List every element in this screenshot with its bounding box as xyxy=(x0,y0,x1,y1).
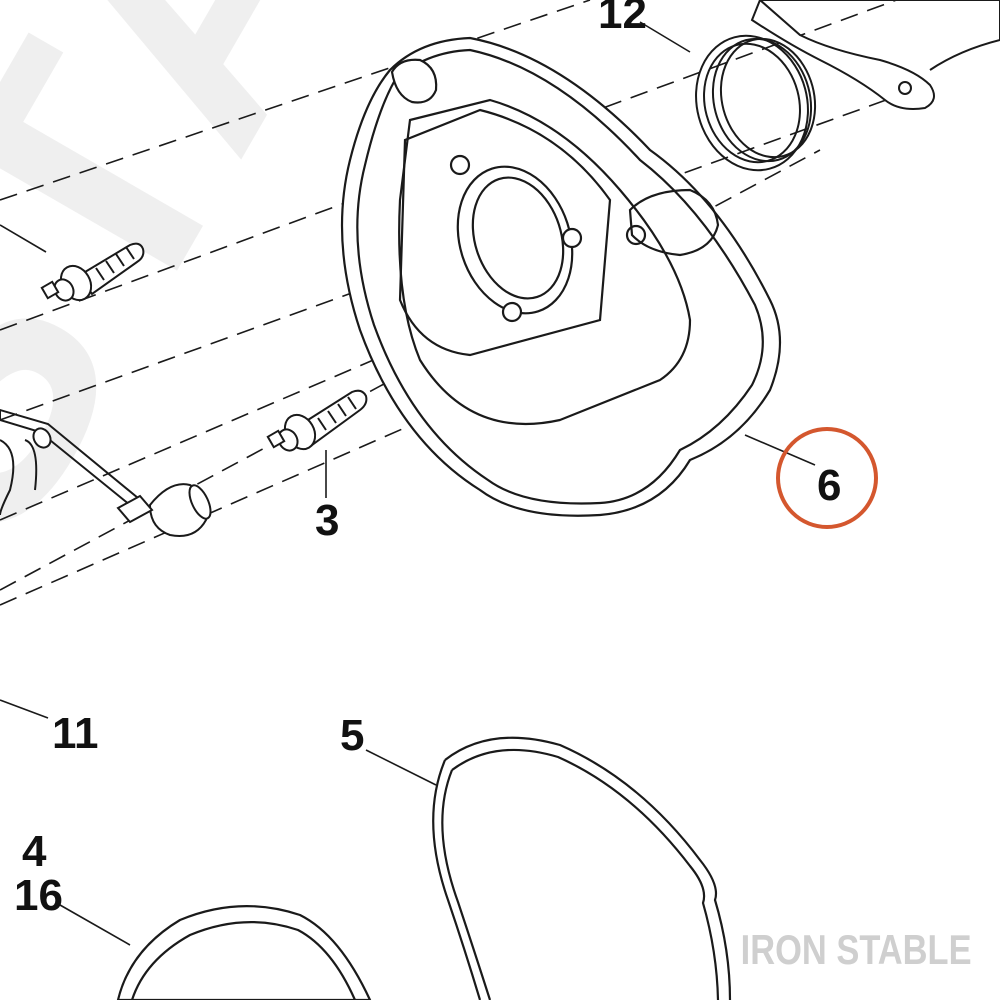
callout-3: 3 xyxy=(315,496,339,545)
callout-16: 16 xyxy=(14,871,63,920)
brake-line-part xyxy=(0,408,212,537)
gasket-ring-part xyxy=(432,736,732,1000)
callout-4: 4 xyxy=(22,827,47,876)
callout-6-highlight xyxy=(776,427,878,529)
bolt-part-upper xyxy=(40,242,145,302)
bolt-part-lower xyxy=(266,389,368,452)
callout-6: 6 xyxy=(817,461,841,510)
drum-part xyxy=(116,905,372,1000)
callout-5: 5 xyxy=(340,711,364,760)
callout-labels: 12 6 3 11 5 4 16 xyxy=(14,0,841,920)
callout-11: 11 xyxy=(52,709,99,758)
seal-ring-part xyxy=(695,34,817,172)
backplate-housing-part xyxy=(340,36,782,517)
leader-lines xyxy=(0,21,816,946)
brand-logo-text: IRON STABLE xyxy=(741,926,972,973)
callout-12: 12 xyxy=(598,0,647,38)
